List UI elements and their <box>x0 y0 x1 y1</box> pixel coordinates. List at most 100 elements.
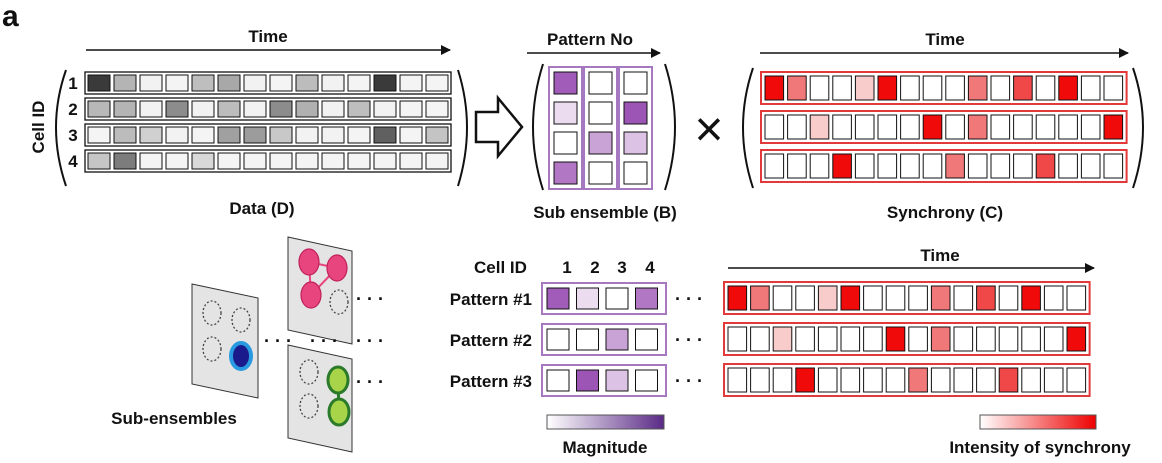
magnitude-colorbar <box>546 414 665 430</box>
sub-ensemble-cell <box>553 101 578 125</box>
synchrony-cell <box>1021 285 1041 311</box>
synchrony-cell <box>764 114 785 140</box>
synchrony-cell <box>1021 367 1041 393</box>
data-cell <box>425 126 449 144</box>
synchrony-cell <box>877 75 898 101</box>
synchrony-cell <box>1103 75 1124 101</box>
data-cell <box>295 152 319 170</box>
synchrony-cell <box>832 153 852 179</box>
magnitude-label: Magnitude <box>563 438 648 457</box>
ellipsis: · · · <box>675 371 703 391</box>
synchrony-row-frame <box>760 110 1128 144</box>
pattern1-cell <box>298 248 320 276</box>
synchrony-cell <box>953 285 974 311</box>
synchrony-cell <box>1080 75 1101 101</box>
synchrony-cell <box>787 114 807 140</box>
synchrony-cell <box>832 114 852 140</box>
magnitude-cell <box>605 328 629 351</box>
synchrony-cell <box>953 367 974 393</box>
synchrony-caption: Synchrony (C) <box>887 203 1003 222</box>
synchrony-row-frame <box>760 71 1128 105</box>
synchrony-cell <box>1013 153 1033 179</box>
synchrony-cell <box>772 285 793 311</box>
data-cell <box>295 74 319 92</box>
magnitude-row-frame <box>541 282 667 315</box>
magnitude-cell <box>635 328 658 351</box>
synchrony-cell <box>750 367 770 393</box>
multiply-symbol: × <box>694 101 723 157</box>
pattern-column-frame <box>583 66 618 190</box>
magnitude-cell <box>605 287 629 310</box>
synchrony-cell <box>885 367 906 393</box>
synchrony-row-frame <box>723 281 1091 315</box>
synchrony-cell <box>967 153 988 179</box>
synchrony-cell <box>998 285 1019 311</box>
left-bracket <box>532 63 544 191</box>
synchrony-cell <box>1058 114 1078 140</box>
synchrony-cell <box>863 285 883 311</box>
synchrony-intensity-label: Intensity of synchrony <box>949 438 1131 457</box>
synchrony-cell <box>1043 285 1064 311</box>
synchrony-cell <box>930 367 951 393</box>
sub-ensemble-cell <box>623 161 648 185</box>
inactive-cell <box>299 393 319 419</box>
synchrony-cell <box>976 367 996 393</box>
ellipsis: · · · <box>356 372 384 392</box>
pattern2-panel <box>191 283 259 399</box>
synchrony-cell <box>998 326 1019 352</box>
pattern-column-frame <box>618 66 653 190</box>
synchrony-cell <box>922 114 943 140</box>
data-row-frame <box>84 123 452 147</box>
data-cell <box>321 152 345 170</box>
synchrony-cell <box>809 153 830 179</box>
data-cell <box>113 74 137 92</box>
data-cell <box>425 74 449 92</box>
left-bracket <box>742 67 754 189</box>
pattern3-cell <box>327 397 351 427</box>
data-cell <box>321 74 345 92</box>
sub-ensemble-cell <box>553 131 578 155</box>
data-cell <box>269 126 293 144</box>
synchrony-cell <box>750 285 770 311</box>
data-cell <box>399 152 423 170</box>
synchrony-cell <box>863 326 883 352</box>
data-cell <box>87 152 111 170</box>
data-cell <box>87 100 111 118</box>
sub-ensemble-cell <box>553 161 578 185</box>
synchrony-cell <box>908 367 928 393</box>
data-cell <box>191 100 215 118</box>
panel-label: a <box>2 0 19 33</box>
ellipsis: · · · <box>356 289 384 309</box>
synchrony-cell <box>727 367 748 393</box>
right-bracket <box>1132 67 1144 189</box>
synchrony-cell <box>885 326 906 352</box>
synchrony-cell <box>953 326 974 352</box>
data-cell <box>113 100 137 118</box>
sub-ensemble-cell <box>588 161 613 185</box>
synchrony-cell <box>877 114 898 140</box>
synchrony-cell <box>809 114 830 140</box>
synchrony-cell <box>922 153 943 179</box>
synchrony-cell <box>772 367 793 393</box>
data-cell <box>347 74 371 92</box>
data-cell <box>347 126 371 144</box>
data-cell <box>165 74 189 92</box>
synchrony-cell <box>772 326 793 352</box>
synchrony-cell <box>1035 114 1056 140</box>
data-cell <box>243 152 267 170</box>
ellipsis: · · · <box>675 330 703 350</box>
synchrony-cell <box>1013 75 1033 101</box>
data-row-frame <box>84 71 452 95</box>
cell-id-number: 4 <box>645 258 655 277</box>
magnitude-cell <box>576 287 599 310</box>
synchrony-cell <box>1021 326 1041 352</box>
data-cell <box>347 152 371 170</box>
synchrony-cell <box>930 326 951 352</box>
data-cell <box>399 126 423 144</box>
synchrony-cell <box>787 153 807 179</box>
data-cell <box>399 100 423 118</box>
data-cell <box>269 152 293 170</box>
cell-id-label: Cell ID <box>29 101 48 154</box>
synchrony-cell <box>840 326 861 352</box>
